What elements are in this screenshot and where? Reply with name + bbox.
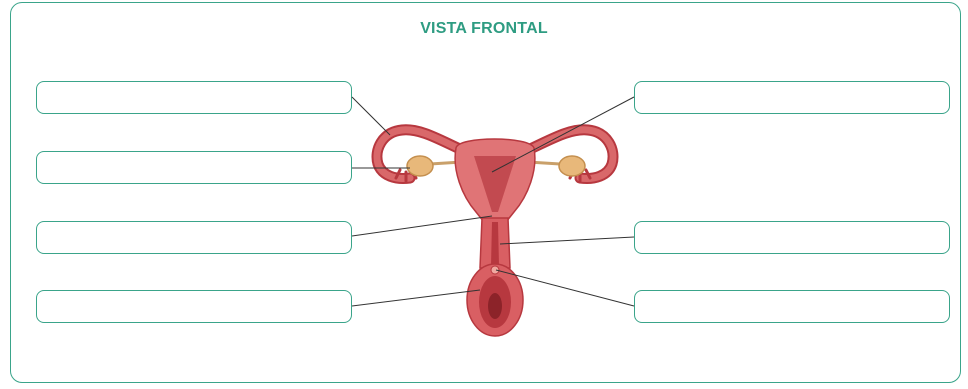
leader-line-left-1 [352, 97, 390, 135]
vaginal-opening [488, 293, 502, 319]
left-ovary [407, 156, 433, 176]
vaginal-canal [491, 222, 499, 266]
leader-line-right-2 [500, 237, 634, 244]
right-ovary [559, 156, 585, 176]
leader-line-left-3 [352, 216, 492, 236]
leader-line-left-4 [352, 290, 480, 306]
